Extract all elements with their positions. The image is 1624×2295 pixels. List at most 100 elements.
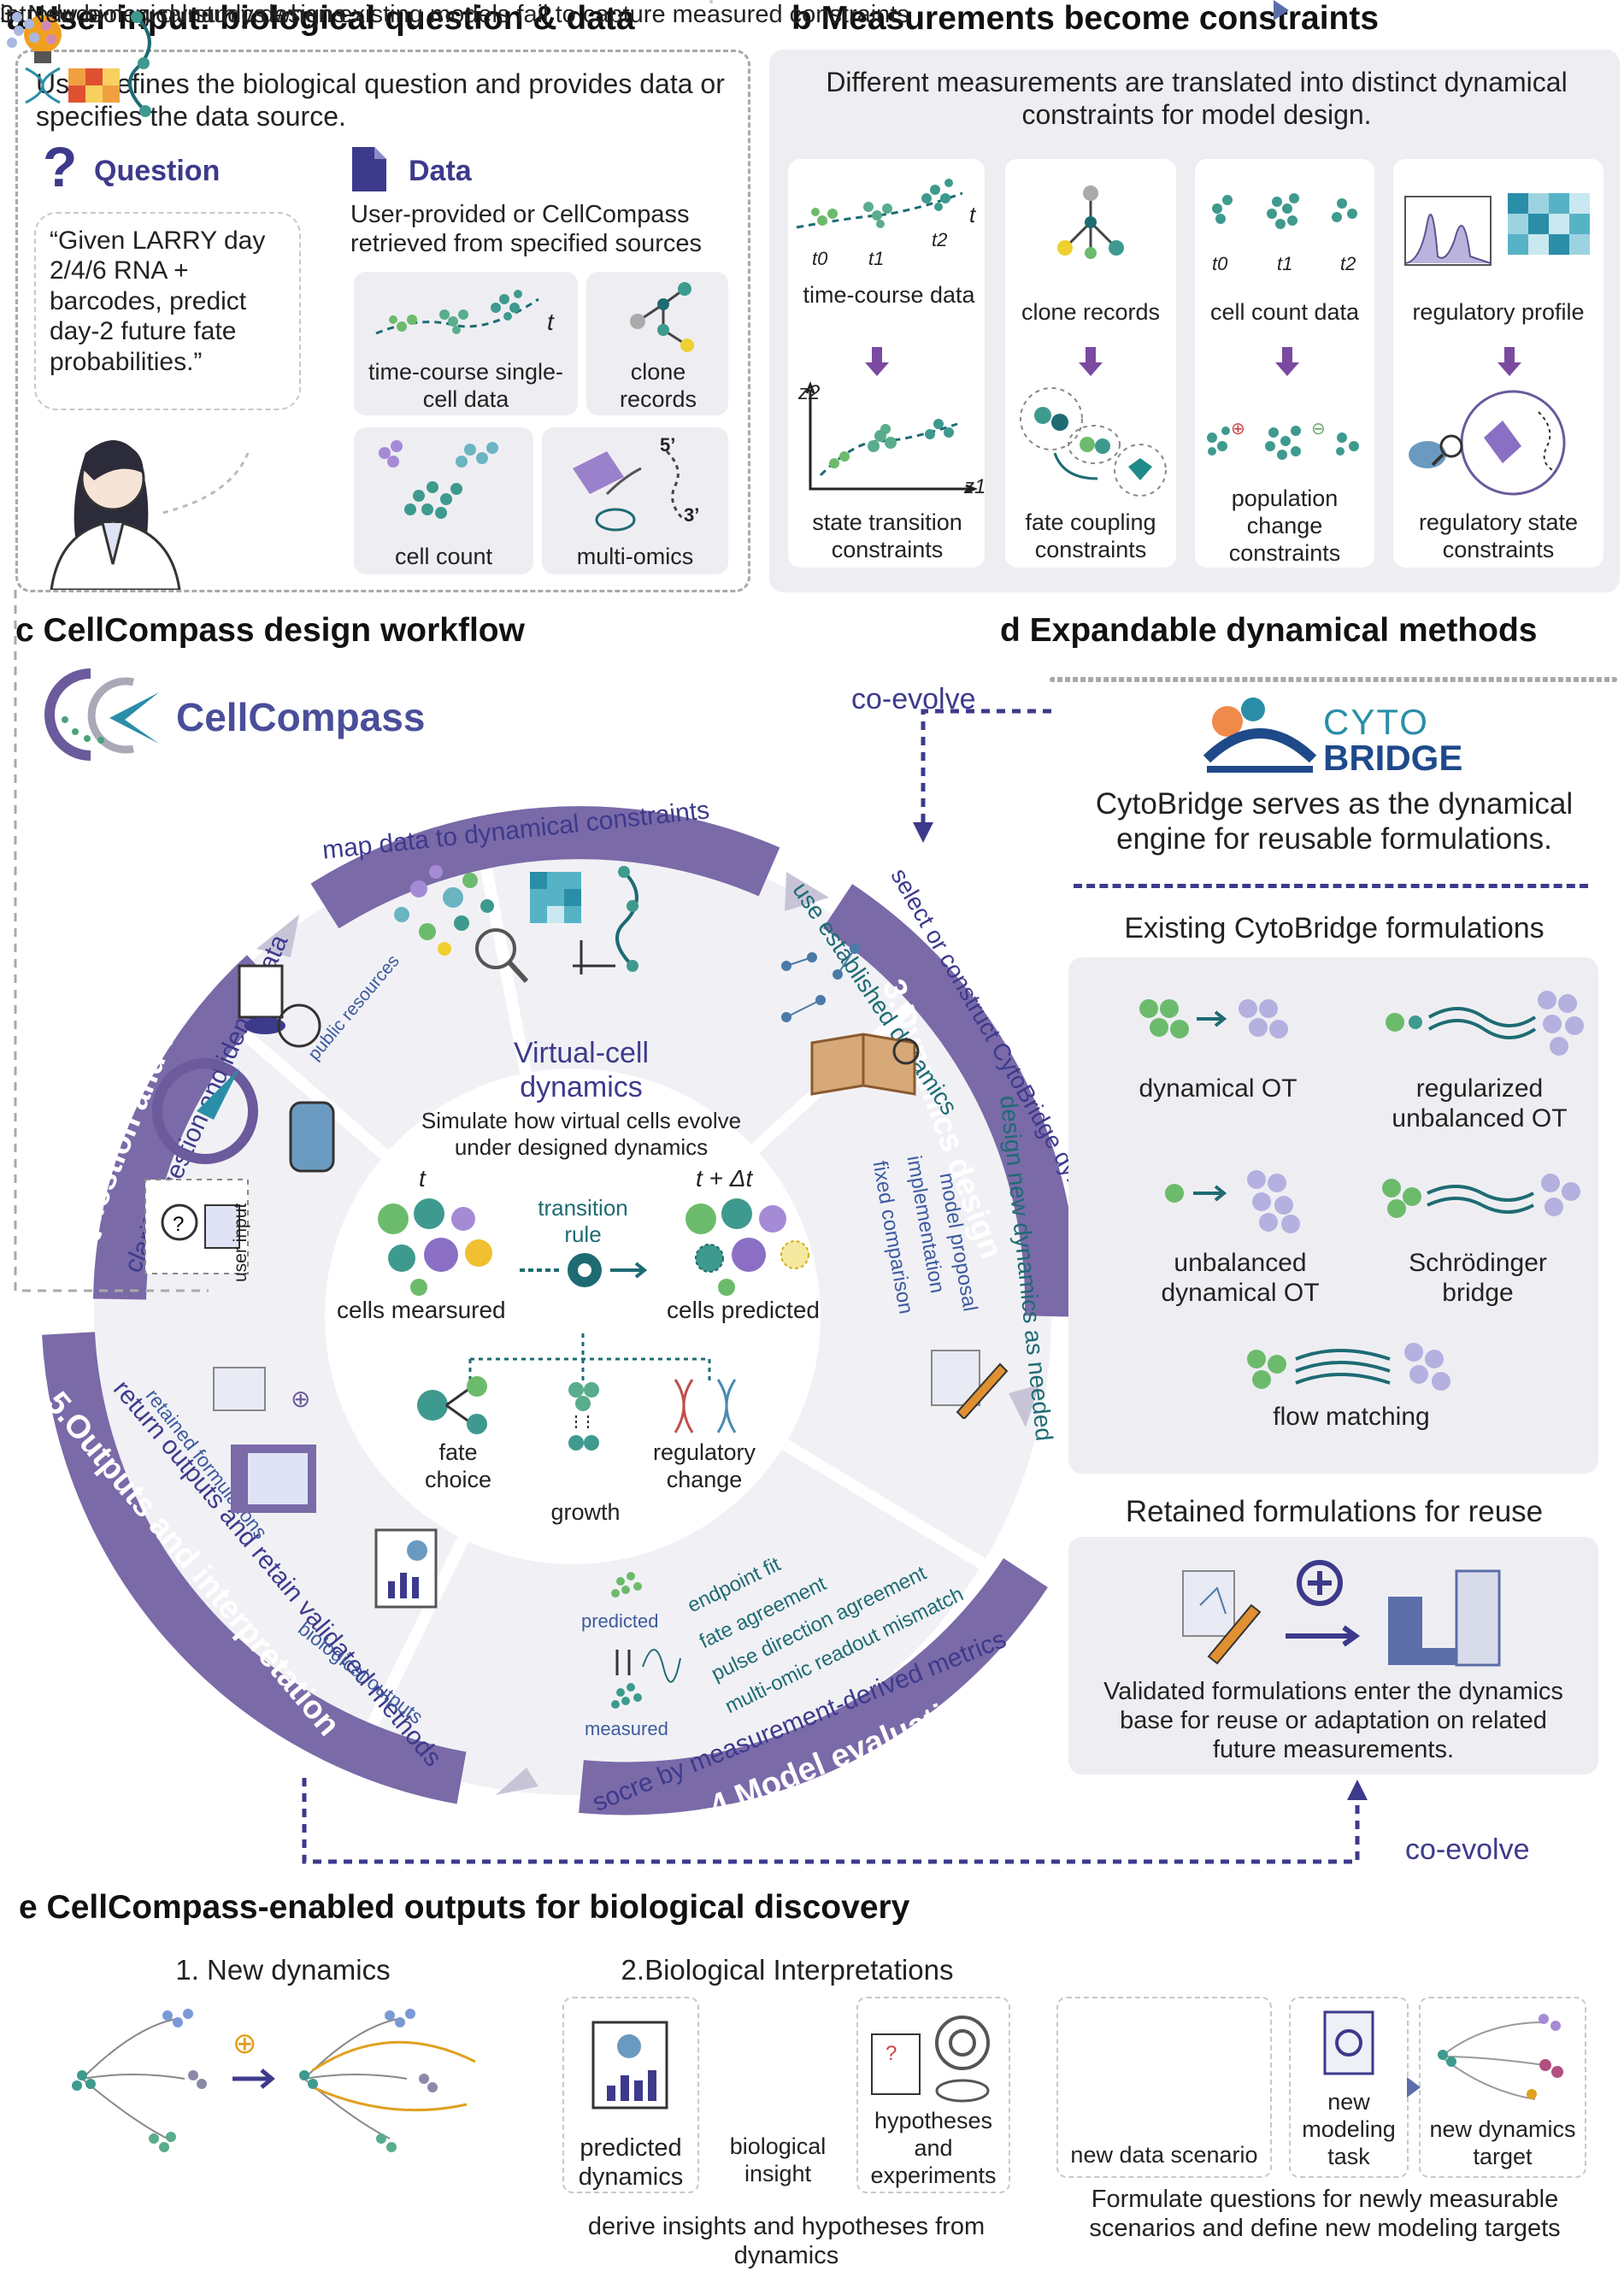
b-axis-z1: z1 [964, 475, 986, 499]
b-tc-t2: t2 [932, 229, 947, 251]
card-cellcount-label: cell count [354, 544, 533, 571]
method-schrodinger-bridge: Schrödinger bridge [1371, 1248, 1585, 1309]
b-cc-t0: t0 [1212, 253, 1227, 275]
svg-text:⊕: ⊕ [232, 2027, 257, 2060]
e-new-dynamics-illustration: ⊕ [65, 1993, 509, 2164]
svg-text:⊕: ⊕ [1231, 420, 1245, 438]
step3-pencil-icon [923, 1333, 1009, 1419]
schrodinger-bridge-icon [1380, 1162, 1585, 1239]
method-unbalanced-dynamical-ot: unbalanced dynamical OT [1133, 1248, 1347, 1309]
svg-text:⊖: ⊖ [1311, 420, 1326, 438]
e-col2-item1-label: predicted dynamics [562, 2133, 699, 2192]
panel-d-box [1050, 677, 1617, 682]
b-axis-z2: z2 [798, 381, 820, 405]
e-new-modeling-task-icon [1316, 2007, 1385, 2084]
b-tc-t0: t0 [812, 248, 827, 270]
cytobridge-logo-icon [1202, 691, 1318, 776]
panel-d-title: d Expandable dynamical methods [1000, 612, 1538, 650]
center-regulatory-label: regulatory change [636, 1439, 773, 1494]
b-state-transition-icon [795, 381, 983, 501]
b-population-icon: ⊕ ⊖ [1200, 412, 1371, 472]
b-regulatory-state-icon [1402, 386, 1598, 506]
center-subtitle: Simulate how virtual cells evolve under … [393, 1108, 769, 1160]
e-col2-item2 [709, 0, 713, 3]
b-arrows [788, 345, 1609, 380]
center-rule-label: transition rule [523, 1195, 643, 1247]
b-cc-t1: t1 [1277, 253, 1292, 275]
method-flow-matching: flow matching [1244, 1402, 1458, 1432]
b-output-population: population change constraints [1195, 485, 1374, 568]
scientist-illustration [34, 402, 291, 590]
center-cells-measured [368, 1193, 496, 1296]
coevolve-top-arrow [906, 694, 1060, 848]
cellcount-icon [368, 436, 521, 530]
coevolve-bottom-arrow [299, 1769, 1368, 1872]
e-col3-arrow1 [1274, 0, 1289, 21]
e-predicted-dynamics-icon [590, 2019, 672, 2113]
e-col2-title: 2.Biological Interpretations [544, 1954, 1031, 1987]
center-t: t [419, 1164, 426, 1192]
e-new-data-scenario-icon [0, 0, 191, 120]
multiomics-5-label: 5’ [660, 434, 675, 456]
panel-e-title: e CellCompass-enabled outputs for biolog… [19, 1889, 909, 1927]
b-input-clone: clone records [1005, 299, 1176, 327]
center-gear-icon [516, 1245, 653, 1296]
step4-cells-icon [586, 1564, 689, 1727]
step3-book-icon [769, 940, 940, 1103]
b-axis-t: t [969, 202, 975, 228]
multiomics-3-label: 3’ [684, 504, 699, 527]
question-text: “Given LARRY day 2/4/6 RNA + barcodes, p… [50, 226, 293, 377]
b-input-regulatory: regulatory profile [1393, 299, 1603, 327]
method-regularized-unbalanced-ot: regularized unbalanced OT [1373, 1074, 1586, 1134]
retained-illustration [1174, 1554, 1516, 1682]
clone-tree-icon [612, 279, 706, 364]
b-input-cellcount: cell count data [1195, 299, 1374, 327]
data-file-icon [350, 145, 388, 193]
data-label: Data [409, 154, 472, 188]
retained-text: Validated formulations enter the dynamic… [1086, 1677, 1581, 1765]
card-clone-label: clone records [590, 359, 727, 414]
card-multiomics-label: multi-omics [542, 544, 728, 571]
e-col3-item3-label: new dynamics target [1419, 2116, 1586, 2171]
data-text: User-provided or CellCompass retrieved f… [350, 200, 745, 258]
e-new-dynamics-target-icon [1433, 2005, 1578, 2108]
b-clone-icon [1039, 179, 1142, 282]
center-t-next: t + Δt [696, 1164, 752, 1192]
center-cells-predicted [675, 1193, 812, 1296]
b-output-regulatory: regulatory state constraints [1393, 509, 1603, 564]
b-fate-coupling-icon [1012, 385, 1174, 504]
e-col3-item2-label: new modeling task [1289, 2089, 1409, 2171]
flow-matching-icon [1244, 1333, 1458, 1402]
axis-t-label: t [547, 308, 554, 336]
fate-choice-icon [415, 1376, 509, 1436]
step2-illustration [376, 846, 701, 992]
card-timecourse-label: time-course single-cell data [359, 359, 573, 414]
center-fate-label: fate choice [407, 1439, 509, 1494]
e-col3-arrow2 [1407, 2077, 1421, 2098]
panel-a-connector [12, 590, 217, 1299]
b-output-state: state transition constraints [791, 509, 983, 564]
b-regulatory-icon [1403, 188, 1593, 274]
question-icon: ? [41, 138, 80, 195]
e-col2-caption: derive insights and hypotheses from dyna… [564, 2212, 1009, 2270]
svg-text:?: ? [43, 138, 77, 195]
panel-d-divider [1074, 884, 1588, 888]
regulatory-change-icon [667, 1376, 752, 1436]
center-predicted-label: cells predicted [667, 1296, 820, 1324]
e-hypotheses-icon: ? [868, 2009, 1005, 2111]
b-output-fate: fate coupling constraints [1005, 509, 1176, 564]
retained-title: Retained formulations for reuse [1065, 1494, 1603, 1529]
regularized-unbalanced-ot-icon [1381, 983, 1586, 1068]
growth-icon [554, 1378, 614, 1463]
svg-text:?: ? [886, 2042, 897, 2065]
center-growth-label: growth [530, 1499, 641, 1527]
center-title: Virtual-cell dynamics [487, 1036, 675, 1104]
e-col3-item1-label: new data scenario [1056, 2142, 1272, 2169]
e-col2-item2-label: biological insight [709, 2133, 846, 2188]
b-tc-t1: t1 [868, 248, 884, 270]
e-col3-caption: Formulate questions for newly measurable… [1086, 2185, 1564, 2243]
b-input-timecourse: time-course data [795, 282, 983, 309]
unbalanced-dynamical-ot-icon [1162, 1168, 1333, 1236]
dynamical-ot-icon [1137, 992, 1308, 1051]
step1-label-user: user input [231, 1203, 252, 1282]
